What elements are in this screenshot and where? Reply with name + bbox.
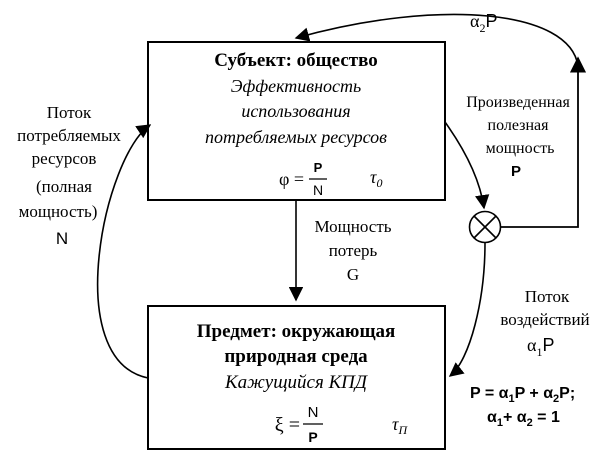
feedback-arc-arrow	[294, 13, 579, 67]
impact-line-2: воздействий	[500, 310, 589, 329]
resource-flow-line-5: мощность)	[19, 202, 98, 221]
impact-arrow	[448, 242, 486, 377]
produced-power-label: Произведенная полезная мощность P	[466, 94, 570, 180]
tau-zero: τ0	[370, 167, 382, 190]
subject-line-1: Эффективность	[231, 76, 361, 96]
resource-flow-line-2: потребляемых	[17, 126, 121, 145]
produced-line-2: полезная	[488, 117, 550, 134]
produced-symbol: P	[511, 163, 521, 180]
resource-flow-arrow	[96, 124, 152, 379]
subject-line-3: потребляемых ресурсов	[205, 127, 387, 147]
loss-line-2: потерь	[329, 241, 378, 260]
resource-flow-line-3: ресурсов	[32, 149, 97, 168]
impact-symbol: α1P	[527, 335, 554, 359]
xi-lhs: ξ =	[275, 414, 300, 436]
tau-p: τП	[392, 414, 408, 437]
xi-denominator: P	[308, 429, 317, 445]
efficiency-formula: φ = P N	[279, 160, 327, 198]
loss-label: Мощность потерь G	[314, 217, 391, 284]
feedback-path	[501, 56, 587, 228]
impact-line-1: Поток	[525, 287, 570, 306]
object-title-line-1: Предмет: окружающая	[197, 321, 396, 342]
produced-power-arrow	[444, 121, 490, 210]
loss-symbol: G	[347, 265, 359, 284]
impact-label: Поток воздействий α1P	[500, 287, 589, 359]
resource-flow-symbol: N	[56, 229, 68, 248]
subject-title: Субъект: общество	[214, 50, 378, 71]
phi-numerator: P	[314, 160, 323, 175]
object-title-line-2: природная среда	[224, 346, 368, 367]
subject-line-2: использования	[241, 101, 350, 121]
produced-line-3: мощность	[486, 140, 555, 157]
balance-equations: P = α1P + α2P; α1+ α2 = 1	[470, 385, 575, 429]
resource-flow-label: Поток потребляемых ресурсов (полная мощн…	[17, 103, 121, 248]
phi-lhs: φ =	[279, 169, 304, 189]
balance-equation-1: P = α1P + α2P;	[470, 385, 575, 405]
balance-equation-2: α1+ α2 = 1	[487, 409, 560, 429]
object-box: Предмет: окружающая природная среда Кажу…	[147, 305, 446, 450]
xi-numerator: N	[308, 404, 319, 421]
feedback-label: α2P	[470, 11, 497, 35]
loss-line-1: Мощность	[314, 217, 391, 236]
apparent-efficiency-formula: ξ = N P	[275, 404, 323, 445]
produced-line-1: Произведенная	[466, 94, 570, 111]
phi-denominator: N	[313, 182, 323, 198]
splitter-node	[468, 210, 502, 244]
object-subtitle: Кажущийся КПД	[224, 372, 368, 393]
resource-flow-line-1: Поток	[47, 103, 92, 122]
resource-flow-line-4: (полная	[36, 177, 92, 196]
subject-box: Субъект: общество Эффективность использо…	[147, 41, 446, 201]
